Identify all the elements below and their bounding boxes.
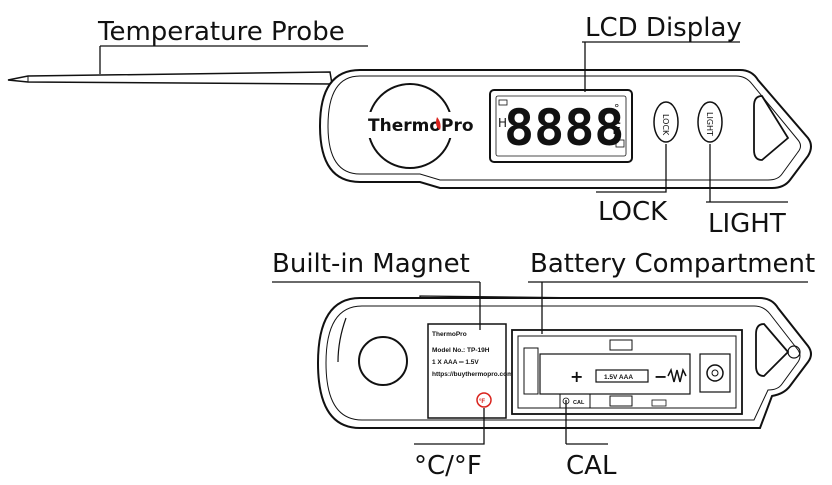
lock-button-label: LOCK bbox=[661, 114, 670, 136]
battery-screw-icon bbox=[706, 364, 724, 382]
thermometer-back-view: ThermoPro Model No.: TP-19H 1 X AAA ═ 1.… bbox=[272, 249, 815, 481]
label-units: °C/°F bbox=[414, 451, 482, 481]
label-cal: CAL bbox=[566, 451, 617, 481]
hold-icon: H bbox=[498, 116, 507, 130]
light-button-label: LIGHT bbox=[705, 112, 714, 136]
leader-lines-front bbox=[99, 41, 788, 203]
degree-icon: ° bbox=[614, 102, 620, 115]
cal-button[interactable] bbox=[559, 393, 591, 409]
leader-lines-back bbox=[272, 281, 808, 445]
label-light: LIGHT bbox=[708, 209, 786, 239]
light-button[interactable]: LIGHT bbox=[697, 101, 723, 143]
back-battery-rating: 1 X AAA ═ 1.5V bbox=[432, 359, 479, 366]
label-temperature-probe: Temperature Probe bbox=[97, 17, 345, 47]
back-url: https://buythermopro.com bbox=[432, 371, 513, 378]
lock-icon bbox=[615, 139, 625, 148]
plus-icon: + bbox=[570, 367, 583, 386]
screw-icon bbox=[787, 345, 801, 359]
flame-icon bbox=[436, 117, 441, 130]
battery-cell bbox=[595, 369, 649, 383]
minus-icon: − bbox=[654, 367, 667, 386]
back-brand: ThermoPro bbox=[432, 331, 467, 338]
label-built-in-magnet: Built-in Magnet bbox=[272, 249, 470, 279]
lcd-display: 8888 ° F H bbox=[489, 89, 633, 163]
unit-switch-icon: °F bbox=[479, 399, 485, 405]
hanging-hole bbox=[755, 323, 790, 377]
battery-spec: 1.5V AAA bbox=[604, 374, 633, 381]
label-lcd-display: LCD Display bbox=[585, 13, 742, 43]
thermometer-front-view: ThermoPro 8888 ° F H LOCK LIGHT bbox=[7, 13, 812, 239]
battery-compartment: + 1.5V AAA − CAL bbox=[511, 329, 743, 415]
lock-button[interactable]: LOCK bbox=[653, 101, 679, 143]
cal-button-label: CAL bbox=[573, 400, 585, 406]
unit-icon: F bbox=[612, 119, 621, 138]
unit-switch-button[interactable] bbox=[476, 392, 492, 408]
lcd-digits: 8888 bbox=[504, 99, 624, 157]
temperature-probe bbox=[7, 71, 333, 85]
spring-icon bbox=[667, 367, 687, 383]
brand-logo-front: ThermoPro bbox=[368, 116, 474, 136]
magnet-disc bbox=[358, 336, 408, 386]
back-model: Model No.: TP-19H bbox=[432, 347, 490, 354]
label-battery-compartment: Battery Compartment bbox=[530, 249, 815, 279]
back-label-panel: ThermoPro Model No.: TP-19H 1 X AAA ═ 1.… bbox=[427, 323, 513, 419]
label-lock: LOCK bbox=[598, 197, 668, 227]
battery-icon bbox=[498, 99, 508, 106]
